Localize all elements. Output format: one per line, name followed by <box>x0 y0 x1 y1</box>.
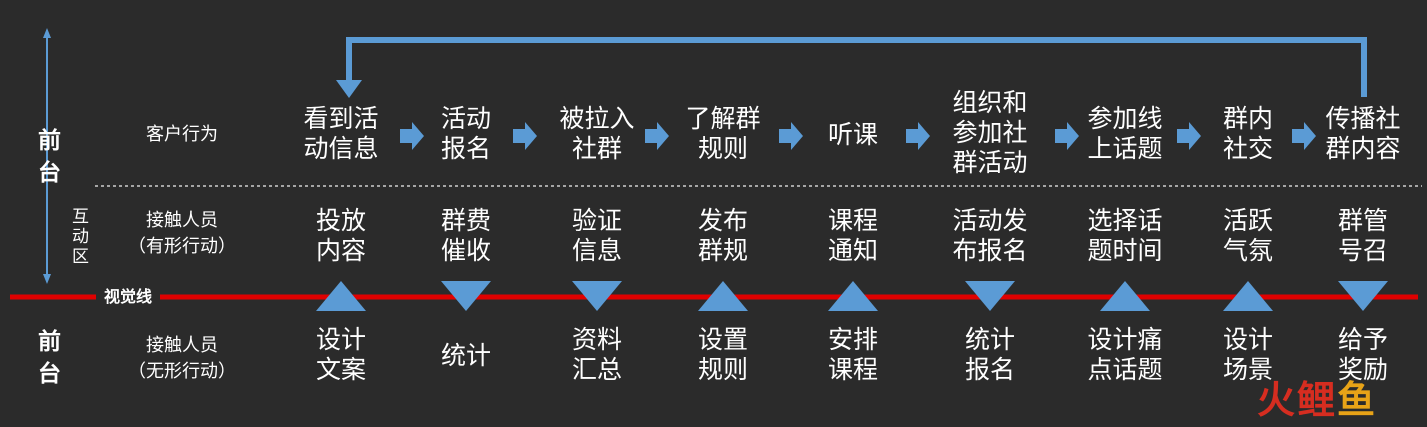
marker-up-1 <box>316 281 366 311</box>
side-label-front-top: 前 台 <box>38 128 61 186</box>
left-vertical-arrow-top <box>43 28 51 38</box>
flow-arrow-8 <box>1292 122 1316 150</box>
watermark-part-2: 鲤 <box>1297 378 1338 422</box>
visual-line-label: 视觉线 <box>96 287 161 307</box>
intangible-action-8: 设计 场景 <box>1222 325 1273 384</box>
flow-arrow-7 <box>1177 122 1201 150</box>
tangible-action-3: 验证 信息 <box>571 206 622 265</box>
customer-action-5: 听课 <box>827 120 878 149</box>
feedback-loop-line <box>346 37 1367 97</box>
intangible-action-7: 设计痛 点话题 <box>1087 325 1163 384</box>
marker-up-7 <box>1100 281 1150 311</box>
customer-action-2: 活动 报名 <box>440 104 491 163</box>
marker-up-5 <box>828 281 878 311</box>
row-label-contact-intangible: 接触人员 （无形行动） <box>128 335 236 382</box>
watermark-part-3: 鱼 <box>1337 378 1378 422</box>
flow-arrow-2 <box>513 122 537 150</box>
customer-action-7: 参加线 上话题 <box>1087 104 1163 163</box>
tangible-action-2: 群费 催收 <box>440 206 491 265</box>
visual-line-markers <box>316 281 1388 311</box>
customer-action-3: 被拉入 社群 <box>559 104 635 163</box>
tangible-action-8: 活跃 气氛 <box>1222 206 1273 265</box>
tangible-action-6: 活动发 布报名 <box>952 206 1028 265</box>
tangible-action-7: 选择话 题时间 <box>1087 206 1163 265</box>
flow-arrows <box>400 122 1316 150</box>
customer-action-4: 了解群 规则 <box>685 104 761 163</box>
side-label-interaction-zone: 互 动 区 <box>72 207 89 267</box>
tangible-action-5: 课程 通知 <box>827 206 878 265</box>
watermark-part-1: 火 <box>1257 378 1298 422</box>
customer-action-9: 传播社 群内容 <box>1325 104 1401 163</box>
marker-up-4 <box>698 281 748 311</box>
intangible-action-4: 设置 规则 <box>697 325 748 384</box>
customer-action-6: 组织和 参加社 群活动 <box>952 88 1028 177</box>
marker-down-9 <box>1338 281 1388 311</box>
marker-down-3 <box>572 281 622 311</box>
watermark-logo: 火鲤鱼 <box>1257 378 1377 422</box>
intangible-action-2: 统计 <box>440 341 491 370</box>
flow-arrow-1 <box>400 122 424 150</box>
tangible-action-1: 投放 内容 <box>315 206 366 265</box>
marker-down-2 <box>441 281 491 311</box>
intangible-action-9: 给予 奖励 <box>1337 325 1388 384</box>
intangible-action-6: 统计 报名 <box>964 325 1015 384</box>
intangible-action-3: 资料 汇总 <box>571 325 622 384</box>
flow-arrow-4 <box>779 122 803 150</box>
feedback-loop-arrowhead <box>336 80 362 98</box>
marker-up-8 <box>1223 281 1273 311</box>
tangible-action-9: 群管 号召 <box>1337 206 1388 265</box>
tangible-action-4: 发布 群规 <box>697 206 748 265</box>
flow-arrow-6 <box>1055 122 1079 150</box>
intangible-action-1: 设计 文案 <box>315 325 366 384</box>
intangible-action-5: 安排 课程 <box>827 325 878 384</box>
left-vertical-arrow-bottom <box>43 274 51 284</box>
flow-arrow-5 <box>906 122 930 150</box>
customer-action-1: 看到活 动信息 <box>303 104 379 163</box>
row-label-customer-behavior: 客户行为 <box>146 124 218 145</box>
marker-down-6 <box>965 281 1015 311</box>
row-label-contact-tangible: 接触人员 （有形行动） <box>128 210 236 257</box>
flow-arrow-3 <box>645 122 669 150</box>
side-label-front-bottom: 前 台 <box>38 329 61 387</box>
customer-action-8: 群内 社交 <box>1222 104 1273 163</box>
